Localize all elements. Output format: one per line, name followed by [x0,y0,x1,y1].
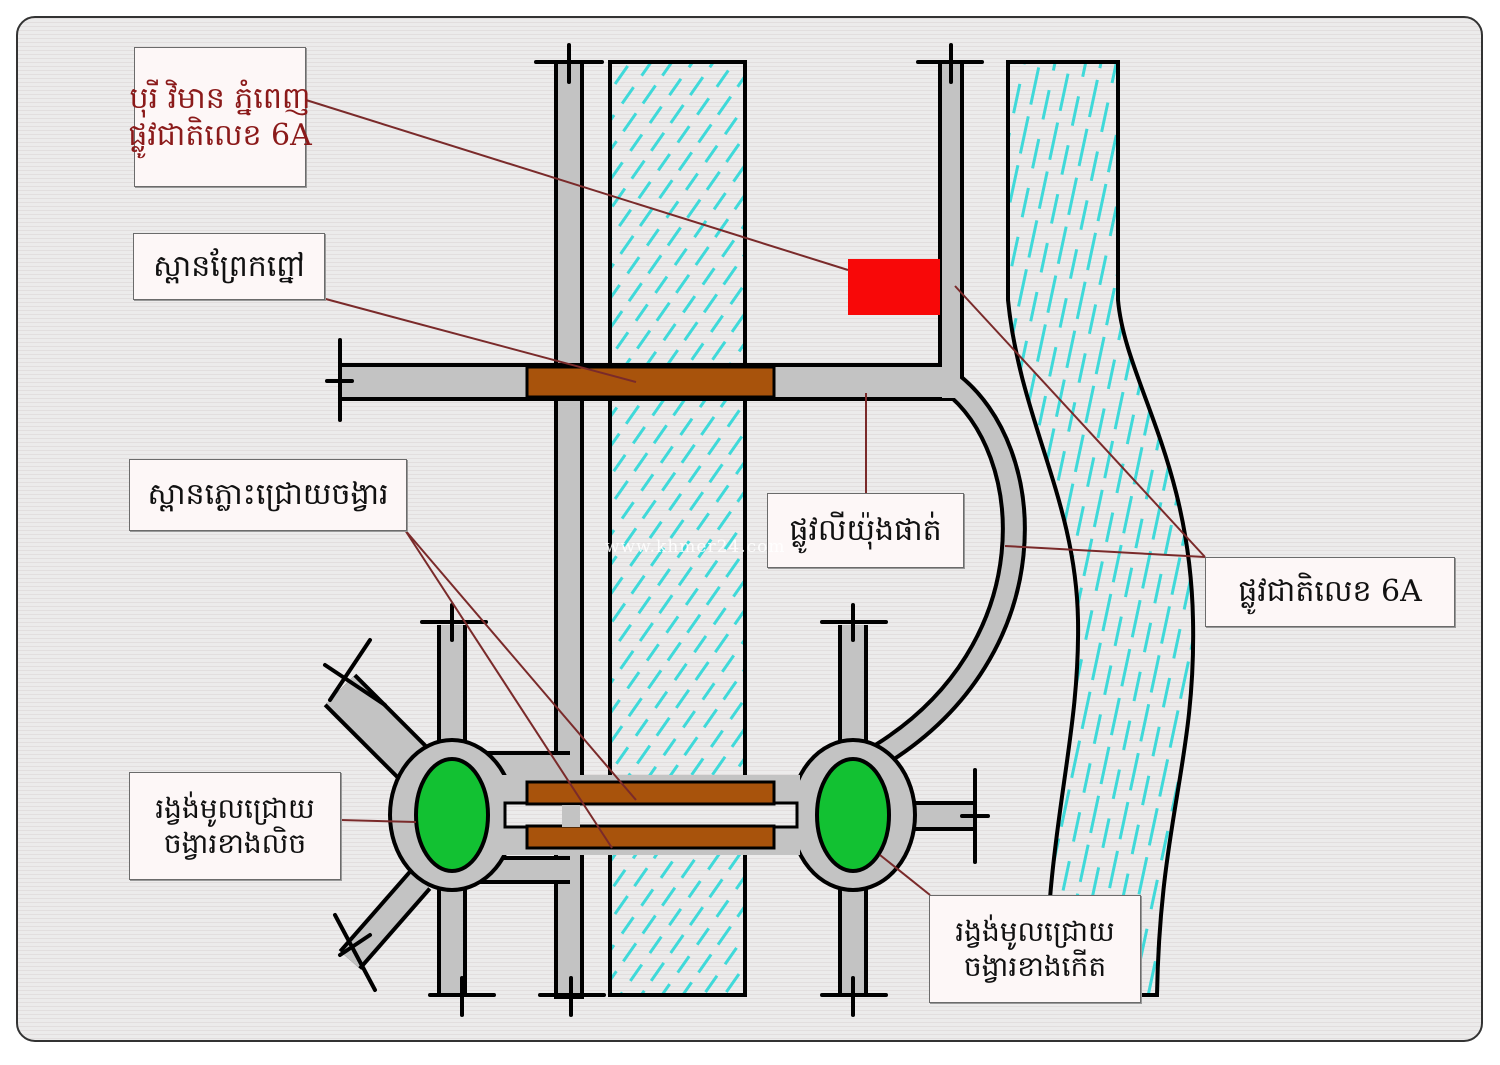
east-roundabout-spokes [838,625,975,995]
bridge-chroy-changvar-north [525,780,776,806]
label-chroy-changvar-bridge: ស្ពានភ្លោះជ្រោយចង្វារ [129,459,407,531]
leader-prek-pnov [321,297,637,383]
bridge-prek-pnov [525,365,776,399]
river-east [1006,60,1196,997]
label-west-roundabout-line1: រង្វង់មូលជ្រោយ [155,792,315,825]
road-end-marker-icon [960,768,990,864]
label-lim-yeang-phat-text: ផ្លូវលីយ៉ុងផាត់ [789,512,942,548]
label-lim-yeang-phat-road: ផ្លូវលីយ៉ុងផាត់ [767,493,964,568]
label-national-road-6a: ផ្លូវជាតិលេខ 6A [1205,557,1455,627]
leader-chroy-b [404,529,613,849]
east-roundabout-island [815,757,891,873]
road-end-markers [323,43,990,1017]
label-prek-pnov-text: ស្ពានព្រែកព្នៅ [153,248,305,284]
west-roundabout-island [414,757,490,873]
label-prek-pnov-bridge: ស្ពានព្រែកព្នៅ [133,233,325,300]
label-east-roundabout: រង្វង់មូលជ្រោយ ចង្វារខាងកើត [929,895,1141,1003]
leader-west-roundabout [339,819,417,823]
road-end-marker-icon [428,976,496,1017]
label-chroy-changvar-text: ស្ពានភ្លោះជ្រោយចង្វារ [147,477,389,513]
label-borey-vimean: បុរី វិមាន ភ្នំពេញ ផ្លូវជាតិលេខ 6A [128,47,312,187]
label-west-roundabout: រង្វង់មូលជ្រោយ ចង្វារខាងលិច [129,772,341,880]
leader-lines [305,99,1206,896]
label-west-roundabout-line2: ចង្វារខាងលិច [163,827,307,860]
leader-6a-north [954,285,1206,558]
road-end-marker-icon [820,603,888,642]
road-end-marker-icon [323,638,387,707]
road-end-marker-icon [534,43,604,84]
road-end-marker-icon [538,976,606,1017]
label-national-road-6a-text: ផ្លូវជាតិលេខ 6A [1238,574,1422,610]
watermark: www.khmer24.com [605,537,786,557]
borey-building [848,259,940,315]
road-end-marker-icon [325,338,354,422]
label-east-roundabout-line2: ចង្វារខាងកើត [963,950,1107,983]
label-east-roundabout-line1: រង្វង់មូលជ្រោយ [955,915,1115,948]
label-borey-line2: ផ្លូវជាតិលេខ 6A [128,118,312,153]
label-borey-line1: បុរី វិមាន ភ្នំពេញ [129,80,311,116]
road-end-marker-icon [420,603,488,642]
leader-borey [305,99,849,271]
road-end-marker-icon [820,976,888,1017]
bridge-chroy-changvar-south [525,824,776,850]
leader-6a-curve [1004,545,1206,558]
roads [323,60,1027,999]
road-end-marker-icon [916,43,984,84]
leader-east-roundabout [879,854,931,896]
road-6a-north [938,60,964,384]
road-end-marker-icon [333,913,377,992]
leader-chroy-a [404,529,637,801]
